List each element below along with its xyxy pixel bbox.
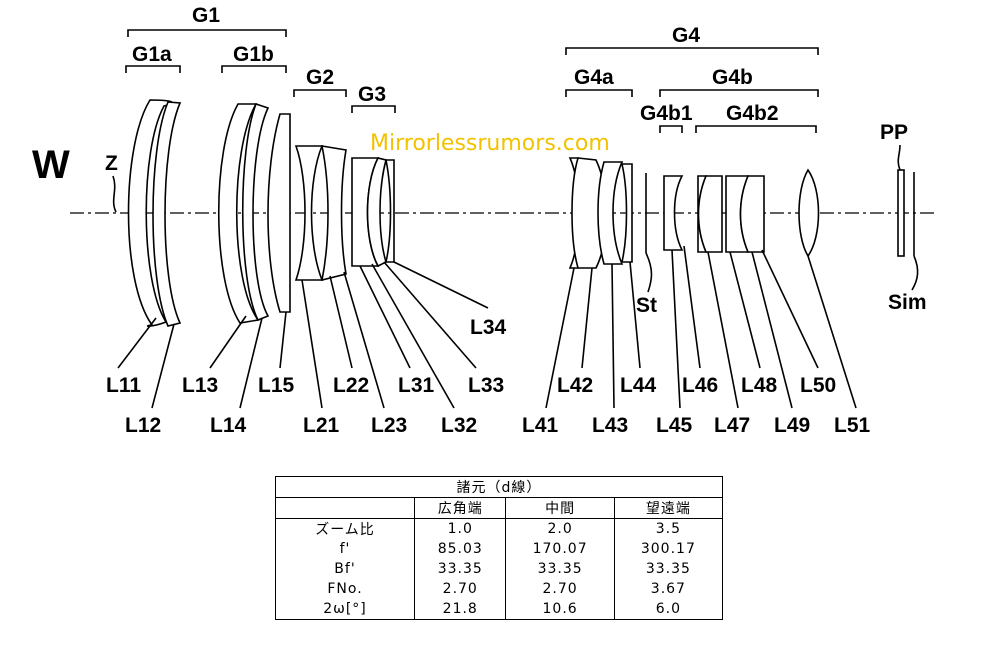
axis-z-leader [112, 175, 117, 213]
lens-l44 [620, 163, 633, 263]
lens-l50 [798, 168, 820, 258]
table-row: f' 85.03 170.07 300.17 [275, 539, 724, 559]
lens-label-l51: L51 [834, 414, 871, 437]
lens-label-l42: L42 [557, 374, 593, 397]
row-label: 2ω[°] [275, 599, 415, 620]
lens-label-l11: L11 [106, 374, 141, 397]
lens-label-l15: L15 [258, 374, 295, 397]
cell: 10.6 [505, 599, 615, 620]
lens-diagram: Mirrorlessrumors.com W Z G1 G1a G1b G2 G… [32, 4, 935, 437]
lens-label-l31: L31 [398, 374, 435, 397]
table-row: 2ω[°] 21.8 10.6 6.0 [275, 599, 724, 620]
cell: 300.17 [613, 539, 724, 559]
lens-label-l13: L13 [182, 374, 218, 397]
row-label: FNo. [275, 579, 415, 599]
cell: 33.35 [613, 559, 724, 579]
cell: 3.67 [613, 579, 724, 599]
group-label-g1a: G1a [132, 43, 172, 66]
group-brackets [125, 29, 819, 133]
lens-label-l32: L32 [441, 414, 477, 437]
watermark: Mirrorlessrumors.com [370, 131, 610, 156]
lens-label-l46: L46 [682, 374, 718, 397]
lens-label-l45: L45 [656, 414, 693, 437]
group-label-g4: G4 [672, 24, 700, 47]
cell: 33.35 [505, 559, 615, 579]
lens-l15 [267, 113, 291, 313]
spec-table-title: 諸元（d線） [275, 476, 723, 498]
leader-lines [117, 245, 857, 409]
table-row: Bf' 33.35 33.35 33.35 [275, 559, 724, 579]
lens-label-l22: L22 [333, 374, 369, 397]
cell: 2.70 [505, 579, 615, 599]
spec-table: 諸元（d線） 広角端 中間 望遠端 ズーム比 1.0 2.0 3.5 f' 85… [275, 476, 724, 620]
lens-label-l12: L12 [125, 414, 161, 437]
axis-z-label: Z [105, 152, 118, 175]
lens-elements [127, 99, 915, 327]
lens-l22 [320, 145, 347, 282]
group-label-g3: G3 [358, 83, 386, 106]
group-label-g4b1: G4b1 [640, 102, 693, 125]
spec-col-header: 広角端 [413, 497, 507, 519]
cell: 6.0 [613, 599, 724, 620]
marker-sim: Sim [888, 291, 927, 314]
spec-col-header: 中間 [505, 497, 615, 519]
row-label: f' [275, 539, 415, 559]
group-label-g4b: G4b [712, 66, 753, 89]
group-label-g4b2: G4b2 [726, 102, 779, 125]
lens-label-l41: L41 [522, 414, 559, 437]
lens-l12 [152, 101, 182, 327]
cell: 1.0 [413, 518, 507, 539]
lens-l47 [697, 175, 723, 253]
lens-label-l23: L23 [371, 414, 407, 437]
lens-label-l21: L21 [303, 414, 340, 437]
cell: 21.8 [413, 599, 507, 620]
spec-table-header-row: 広角端 中間 望遠端 [275, 497, 724, 519]
lens-label-l47: L47 [714, 414, 750, 437]
cell: 85.03 [413, 539, 507, 559]
lens-label-l33: L33 [468, 374, 504, 397]
lens-label-l48: L48 [741, 374, 778, 397]
spec-col-header: 望遠端 [613, 497, 724, 519]
row-label: ズーム比 [275, 518, 415, 539]
cell: 2.70 [413, 579, 507, 599]
lens-label-l34: L34 [470, 316, 507, 339]
lens-label-l43: L43 [592, 414, 628, 437]
row-label: Bf' [275, 559, 415, 579]
plate-pp [897, 169, 905, 257]
marker-pp: PP [880, 121, 908, 144]
group-label-g2: G2 [306, 66, 334, 89]
table-row: ズーム比 1.0 2.0 3.5 [275, 518, 724, 539]
cell: 33.35 [413, 559, 507, 579]
cell: 170.07 [505, 539, 615, 559]
lens-l14 [241, 103, 270, 322]
lens-l49 [739, 175, 765, 253]
table-row: FNo. 2.70 2.70 3.67 [275, 579, 724, 599]
marker-st: St [636, 294, 657, 317]
cell: 3.5 [613, 518, 724, 539]
lens-l45 [663, 175, 684, 251]
lens-label-l50: L50 [800, 374, 836, 397]
group-label-g1b: G1b [233, 43, 274, 66]
mode-label: W [32, 143, 70, 187]
group-label-g4a: G4a [574, 66, 614, 89]
lens-label-l49: L49 [774, 414, 810, 437]
lens-l33 [385, 159, 395, 263]
cell: 2.0 [505, 518, 615, 539]
group-label-g1: G1 [192, 4, 220, 27]
lens-l43 [597, 161, 624, 265]
spec-col-header [275, 497, 415, 519]
lens-label-l14: L14 [210, 414, 247, 437]
lens-label-l44: L44 [620, 374, 657, 397]
